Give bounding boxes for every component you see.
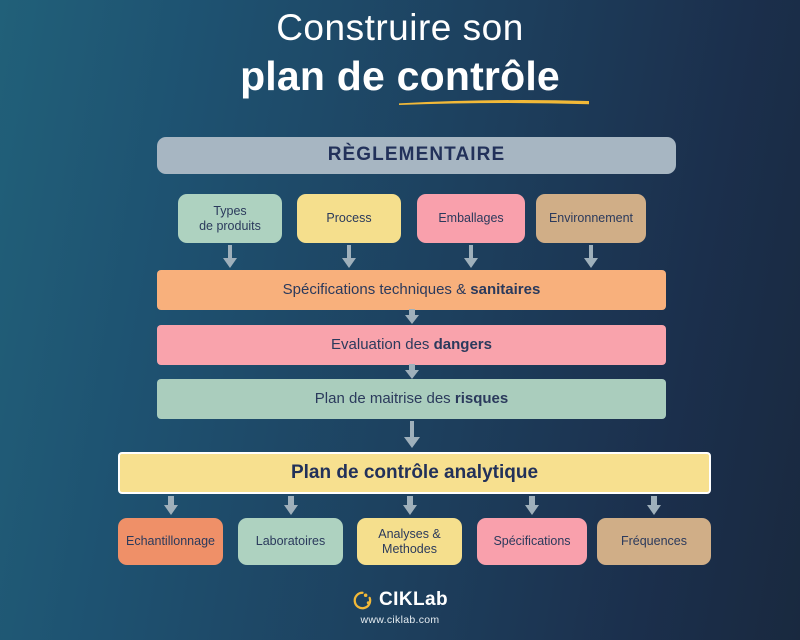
source-box-process[interactable]: Process bbox=[297, 194, 401, 243]
arrow-main-to-output-3 bbox=[403, 496, 417, 515]
ciklab-logo-icon bbox=[353, 591, 372, 609]
output-box-specifications-label: Spécifications bbox=[493, 534, 571, 549]
stage-bar-plan-maitrise-risques: Plan de maitrise des risques bbox=[157, 379, 666, 419]
title-line-1: Construire son bbox=[276, 7, 524, 48]
brand-row: CIKLab bbox=[0, 589, 800, 611]
output-box-frequences-label: Fréquences bbox=[620, 534, 687, 549]
arrow-stage-2-to-stage-3 bbox=[405, 364, 419, 379]
source-box-process-label: Process bbox=[326, 211, 372, 226]
output-box-frequences[interactable]: Fréquences bbox=[597, 518, 711, 565]
title-underline-accent bbox=[399, 100, 590, 105]
stage-bar-evaluation-dangers-label: Evaluation des dangers bbox=[331, 336, 492, 354]
output-box-laboratoires-label: Laboratoires bbox=[255, 534, 326, 549]
arrow-stage-3-to-main-bar bbox=[404, 421, 420, 448]
arrow-main-to-output-1 bbox=[164, 496, 178, 515]
brand-name: CIKLab bbox=[379, 589, 448, 610]
output-box-echantillonnage-label: Echantillonnage bbox=[126, 534, 215, 549]
source-box-environnement-label: Environnement bbox=[548, 211, 634, 226]
arrow-main-to-output-2 bbox=[284, 496, 298, 515]
brand-url[interactable]: www.ciklab.com bbox=[360, 614, 440, 626]
output-box-laboratoires[interactable]: Laboratoires bbox=[238, 518, 343, 565]
main-bar-plan-de-controle-analytique: Plan de contrôle analytique bbox=[118, 452, 711, 494]
stage-bar-plan-maitrise-risques-label: Plan de maitrise des risques bbox=[314, 390, 509, 408]
title-line-2: plan de contrôle bbox=[240, 53, 560, 99]
stage-bar-evaluation-dangers: Evaluation des dangers bbox=[157, 325, 666, 365]
output-box-echantillonnage[interactable]: Echantillonnage bbox=[118, 518, 223, 565]
source-box-emballages[interactable]: Emballages bbox=[417, 194, 525, 243]
stage-bar-specifications-label: Spécifications techniques & sanitaires bbox=[282, 281, 541, 299]
arrow-source-1-to-stage-1 bbox=[223, 245, 237, 268]
poster-title: Construire son plan de contrôle bbox=[0, 6, 800, 105]
output-box-specifications[interactable]: Spécifications bbox=[477, 518, 587, 565]
source-box-environnement[interactable]: Environnement bbox=[536, 194, 646, 243]
arrow-main-to-output-4 bbox=[525, 496, 539, 515]
source-box-emballages-label: Emballages bbox=[438, 211, 504, 226]
arrow-stage-1-to-stage-2 bbox=[405, 309, 419, 324]
arrow-source-2-to-stage-1 bbox=[342, 245, 356, 268]
footer: CIKLab www.ciklab.com bbox=[0, 589, 800, 626]
banner-reglementaire-label: RÈGLEMENTAIRE bbox=[327, 144, 506, 166]
stage-bar-specifications: Spécifications techniques & sanitaires bbox=[157, 270, 666, 310]
output-box-analyses-methodes[interactable]: Analyses &Methodes bbox=[357, 518, 462, 565]
arrow-source-3-to-stage-1 bbox=[464, 245, 478, 268]
banner-reglementaire: RÈGLEMENTAIRE bbox=[157, 137, 676, 174]
arrow-main-to-output-5 bbox=[647, 496, 661, 515]
title-line-2-wrapper: plan de contrôle bbox=[240, 52, 590, 105]
output-box-analyses-methodes-label: Analyses &Methodes bbox=[378, 526, 441, 556]
arrow-source-4-to-stage-1 bbox=[584, 245, 598, 268]
main-bar-label: Plan de contrôle analytique bbox=[290, 461, 539, 483]
